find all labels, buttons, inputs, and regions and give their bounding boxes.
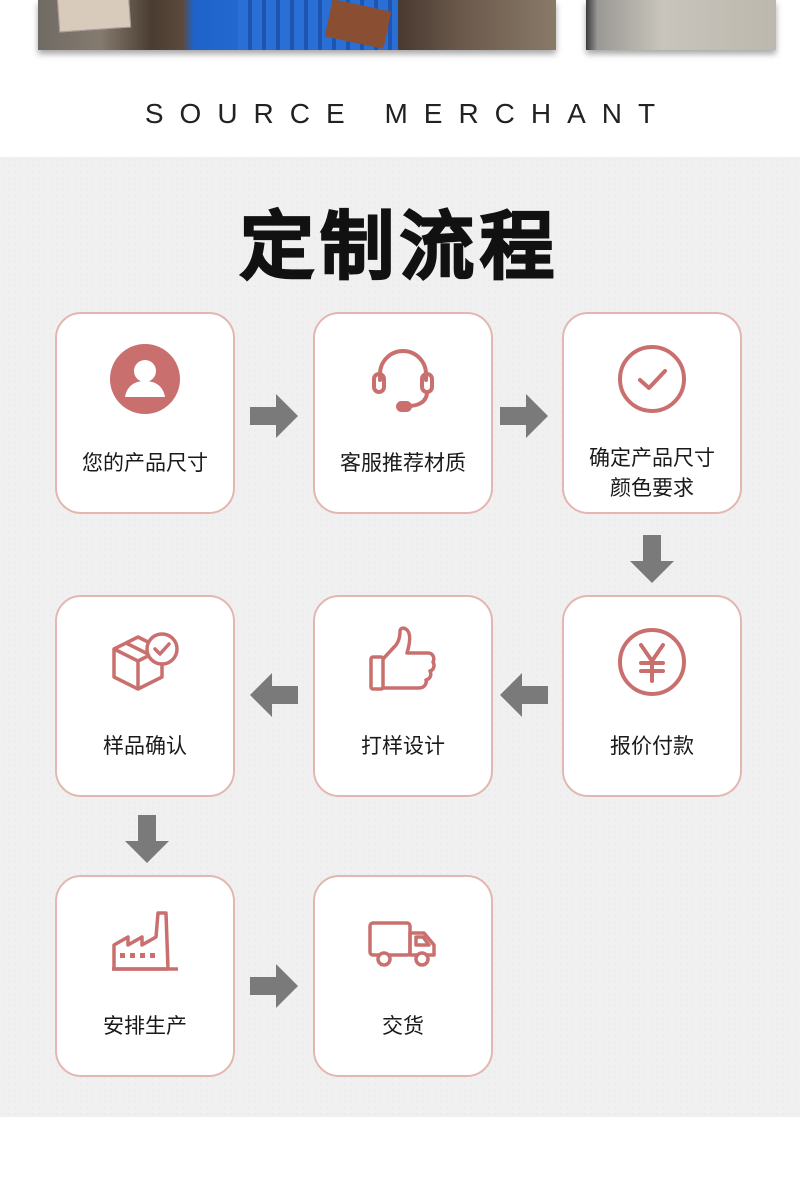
step-label: 您的产品尺寸 <box>82 451 208 475</box>
factory-icon <box>108 905 182 979</box>
step-card-production: 安排生产 <box>55 875 235 1077</box>
arrow-left-icon <box>498 669 550 721</box>
yen-coin-icon <box>615 625 689 699</box>
package-check-icon <box>108 625 182 699</box>
step-label-line2: 颜色要求 <box>610 476 694 500</box>
user-avatar-icon <box>108 342 182 416</box>
step-label: 交货 <box>382 1014 424 1038</box>
arrow-left-icon <box>248 669 300 721</box>
step-card-quote-payment: 报价付款 <box>562 595 742 797</box>
arrow-down-icon <box>121 813 173 865</box>
step-label: 安排生产 <box>103 1014 187 1038</box>
step-card-sample-confirm: 样品确认 <box>55 595 235 797</box>
step-card-confirm-spec: 确定产品尺寸 颜色要求 <box>562 312 742 514</box>
customization-process-panel: 定制流程 您的产品尺寸 客服推荐材质 <box>0 157 800 1117</box>
step-card-sample-design: 打样设计 <box>313 595 493 797</box>
arrow-right-icon <box>248 390 300 442</box>
arrow-down-icon <box>626 533 678 585</box>
step-label: 报价付款 <box>610 734 694 758</box>
step-card-material: 客服推荐材质 <box>313 312 493 514</box>
brand-tagline: SOURCE MERCHANT <box>144 98 672 129</box>
delivery-truck-icon <box>366 905 440 979</box>
step-label: 打样设计 <box>361 734 445 758</box>
arrow-right-icon <box>498 390 550 442</box>
product-photo <box>586 0 776 50</box>
step-card-delivery: 交货 <box>313 875 493 1077</box>
step-label-line1: 确定产品尺寸 <box>589 446 715 470</box>
thumbs-up-icon <box>366 625 440 699</box>
headset-icon <box>366 342 440 416</box>
step-label: 客服推荐材质 <box>340 451 466 475</box>
step-card-size: 您的产品尺寸 <box>55 312 235 514</box>
arrow-right-icon <box>248 960 300 1012</box>
warehouse-photo <box>38 0 556 50</box>
checkmark-circle-icon <box>615 342 689 416</box>
product-photo-strip <box>0 0 800 62</box>
step-label: 样品确认 <box>103 734 187 758</box>
section-title: 定制流程 <box>239 203 560 291</box>
